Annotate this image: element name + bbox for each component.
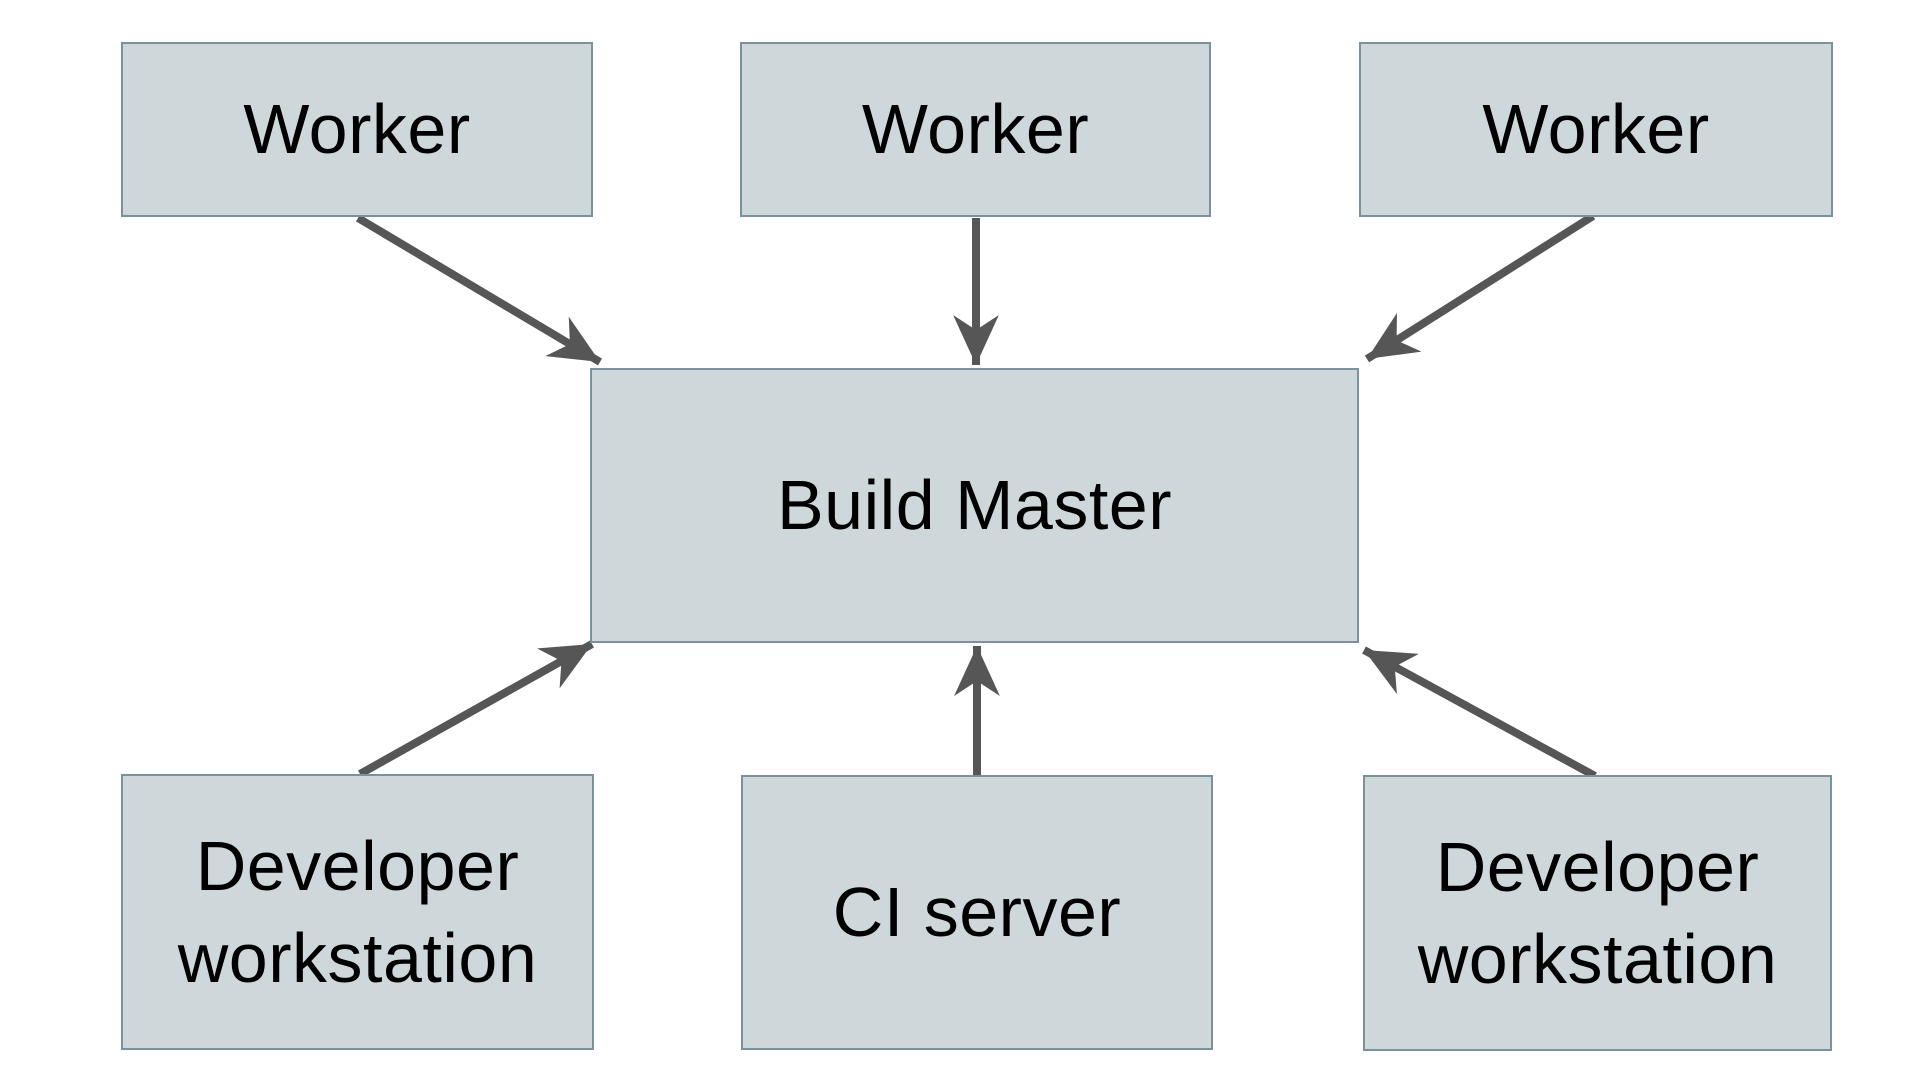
node-worker-2: Worker [740,42,1211,217]
node-worker-2-label: Worker [861,90,1090,169]
node-developer-workstation-left-label: Developer workstation [177,826,538,997]
node-build-master: Build Master [590,368,1359,643]
node-developer-workstation-left: Developer workstation [121,774,594,1050]
node-worker-1: Worker [121,42,593,217]
arrow-worker-3-to-build-master [1364,212,1596,363]
arrow-developer-workstation-right-to-build-master [1362,646,1597,780]
node-worker-3: Worker [1359,42,1833,217]
node-worker-1-label: Worker [243,90,471,169]
node-ci-server: CI server [741,775,1213,1050]
node-developer-workstation-right-label: Developer workstation [1417,827,1778,998]
arrow-developer-workstation-left-to-build-master [358,640,594,778]
node-ci-server-label: CI server [832,873,1122,952]
node-worker-3-label: Worker [1482,90,1710,169]
node-build-master-label: Build Master [776,466,1173,545]
arrow-worker-1-to-build-master [355,214,603,366]
node-developer-workstation-right: Developer workstation [1363,775,1832,1051]
